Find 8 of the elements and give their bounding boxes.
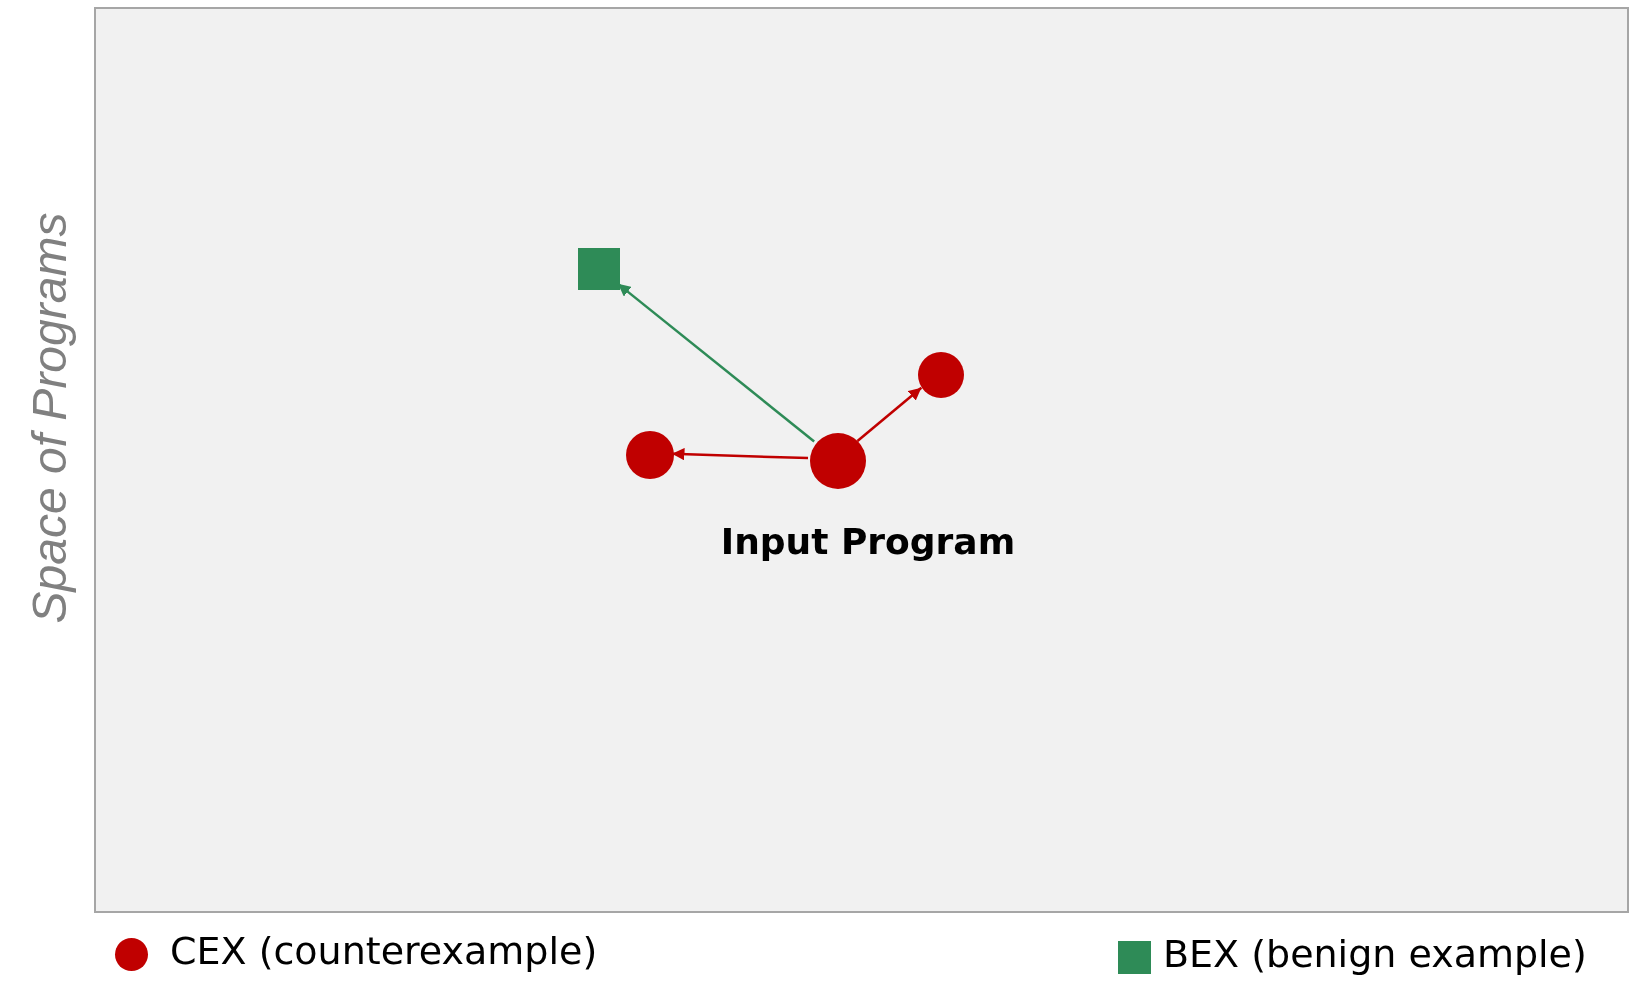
arrow [856,386,923,442]
circle-marker [918,352,964,398]
node-caption: Input Program [720,521,1016,562]
square-marker [578,248,620,290]
legend-label: CEX (counterexample) [170,929,598,973]
circle-marker [626,431,674,479]
legend-label: BEX (benign example) [1163,932,1587,976]
axis-label: Space of Programs [21,212,77,624]
